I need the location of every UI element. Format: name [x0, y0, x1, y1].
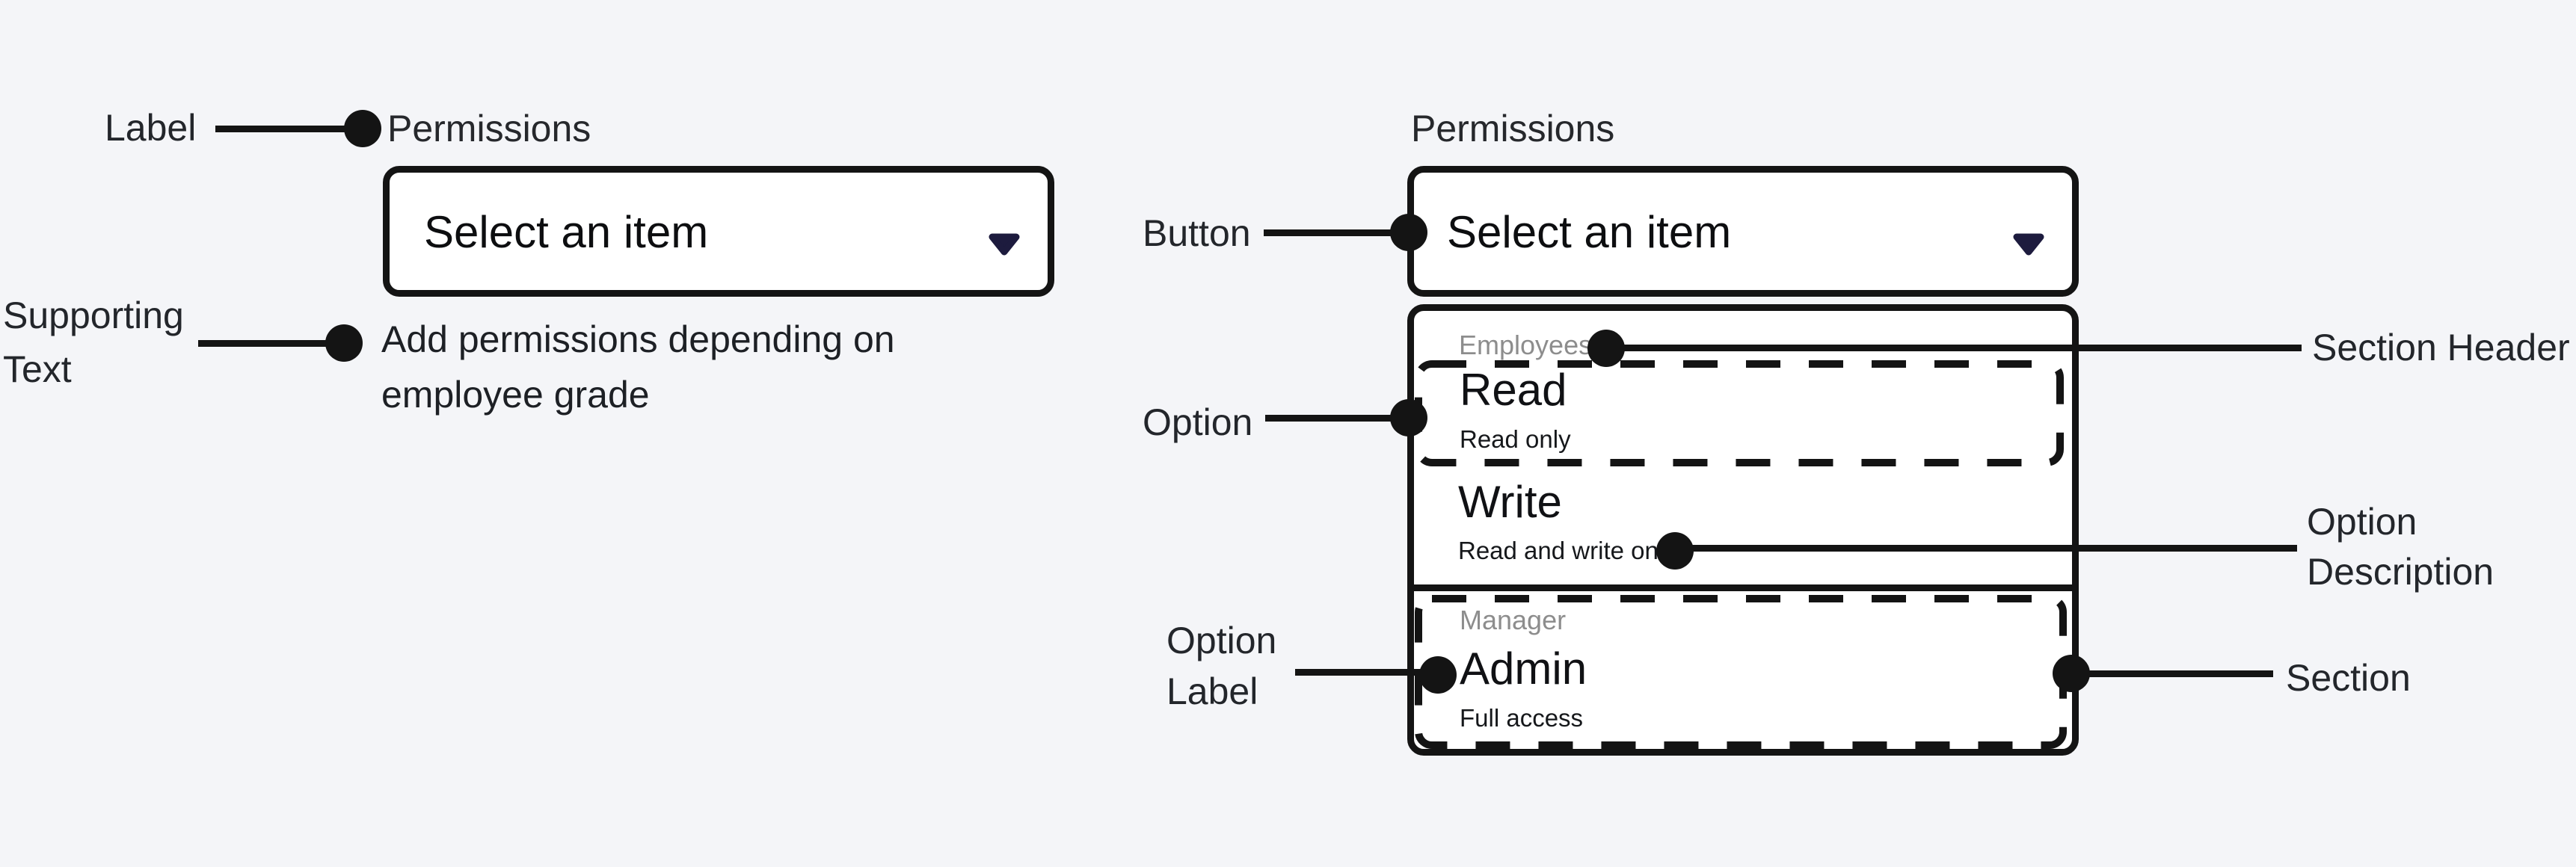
annotation-section-header: Section Header: [2312, 327, 2570, 368]
annotation-option-label: Option Label: [1166, 620, 1277, 712]
annotation-dot: [1419, 656, 1457, 694]
option-description-text: Read only: [1460, 425, 1571, 453]
supporting-text: Add permissions depending on employee gr…: [381, 312, 895, 422]
annotation-dot: [325, 324, 363, 362]
menu-option-admin[interactable]: Admin Full access: [1460, 647, 2043, 736]
annotation-line: [215, 126, 347, 132]
select-label: Permissions: [1411, 108, 1615, 149]
select-label: Permissions: [387, 108, 591, 149]
supporting-text-line1: Add permissions depending on: [381, 318, 895, 360]
select-button-text: Select an item: [424, 207, 709, 257]
supporting-text-line2: employee grade: [381, 374, 650, 416]
annotation-dot: [2053, 655, 2090, 692]
annotation-dot: [1390, 399, 1427, 436]
annotation-line: [1691, 545, 2297, 552]
select-button-text: Select an item: [1447, 207, 1732, 257]
annotation-option-description: Option Description: [2307, 501, 2494, 593]
menu-option-write[interactable]: Write Read and write only: [1458, 480, 2041, 570]
annotation-line: [1264, 229, 1400, 236]
menu-section-header: Employees: [1459, 330, 1593, 360]
annotation-option: Option: [1143, 401, 1253, 443]
annotation-supporting-text: Supporting Text: [3, 294, 184, 390]
annotation-dot: [1390, 214, 1427, 251]
option-description-text: Full access: [1460, 704, 1584, 732]
annotation-dot: [1656, 532, 1694, 570]
annotation-line: [1265, 415, 1401, 422]
option-label-text: Write: [1458, 477, 1562, 527]
annotation-button: Button: [1143, 212, 1251, 254]
chevron-down-icon: [2013, 232, 2044, 256]
menu-option-read[interactable]: Read Read only: [1460, 368, 2043, 457]
select-menu: [1407, 304, 2079, 756]
chevron-down-icon: [989, 232, 1020, 256]
annotation-section: Section: [2286, 657, 2411, 699]
menu-section-header: Manager: [1460, 605, 1567, 635]
annotation-label: Label: [105, 107, 197, 149]
select-button[interactable]: Select an item: [1407, 166, 2079, 297]
annotation-line: [2086, 670, 2273, 677]
annotation-line: [1615, 345, 2302, 351]
annotation-line: [1295, 669, 1428, 676]
option-description-text: Read and write only: [1458, 537, 1676, 564]
option-label-text: Admin: [1460, 644, 1587, 694]
annotation-line: [198, 340, 336, 347]
annotation-dot: [344, 110, 381, 147]
select-button[interactable]: Select an item: [383, 166, 1054, 297]
option-label-text: Read: [1460, 365, 1567, 415]
menu-section-divider: [1410, 584, 2076, 591]
